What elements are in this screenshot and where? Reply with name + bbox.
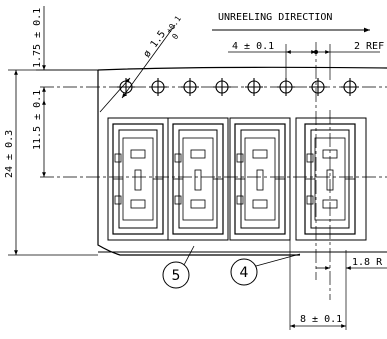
connector-part (112, 123, 164, 235)
balloon-4-label: 4 (240, 265, 249, 281)
tape-outline (97, 66, 387, 256)
pocket (295, 117, 367, 241)
dim-hole-dia-label: ø 1.5 (142, 29, 169, 60)
sprocket-hole (277, 78, 295, 96)
unreeling-direction-label: UNREELING DIRECTION (218, 12, 332, 23)
dim-ref-bottom: 1.8 R (316, 257, 387, 270)
center-lines (40, 42, 387, 300)
sprocket-hole (181, 78, 199, 96)
sprocket-hole (245, 78, 263, 96)
connector-parts (112, 123, 356, 235)
dim-pitch-bottom: 8 ± 0.1 (289, 240, 347, 330)
sprocket-hole (341, 78, 359, 96)
dim-pitch-top-label: 4 ± 0.1 (232, 41, 274, 52)
unreeling-direction: UNREELING DIRECTION (212, 12, 370, 33)
dim-ref-bottom-label: 1.8 R (352, 257, 383, 268)
connector-part (234, 123, 286, 235)
connector-part (172, 123, 224, 235)
dim-center: 11.5 ± 0.1 (32, 90, 46, 177)
pockets (107, 117, 367, 241)
sprocket-hole (213, 78, 231, 96)
dim-pitch-top: 4 ± 0.1 (228, 41, 318, 80)
sprocket-hole (309, 78, 327, 96)
sprocket-hole (117, 78, 135, 96)
dim-hole-diameter: ø 1.5 +0.1 0 (99, 14, 183, 113)
dim-pitch-bottom-label: 8 ± 0.1 (300, 314, 342, 325)
dim-edge-label: 1.75 ± 0.1 (32, 8, 43, 68)
dim-width-label: 24 ± 0.3 (4, 130, 15, 178)
dim-center-label: 11.5 ± 0.1 (32, 90, 43, 150)
balloon-5: 5 (162, 245, 195, 289)
dim-ref-top: 2 REF (316, 41, 384, 80)
dim-width: 24 ± 0.3 (4, 69, 98, 256)
dim-hole-tol2-label: 0 (170, 32, 180, 41)
dim-edge: 1.75 ± 0.1 (32, 6, 98, 100)
sprocket-hole (149, 78, 167, 96)
balloon-4: 4 (230, 253, 301, 286)
dim-ref-top-label: 2 REF (354, 41, 384, 52)
pocket (167, 117, 229, 241)
pocket (229, 117, 291, 241)
balloon-5-label: 5 (172, 268, 181, 284)
dim-hole-tol-label: +0.1 (164, 14, 183, 35)
